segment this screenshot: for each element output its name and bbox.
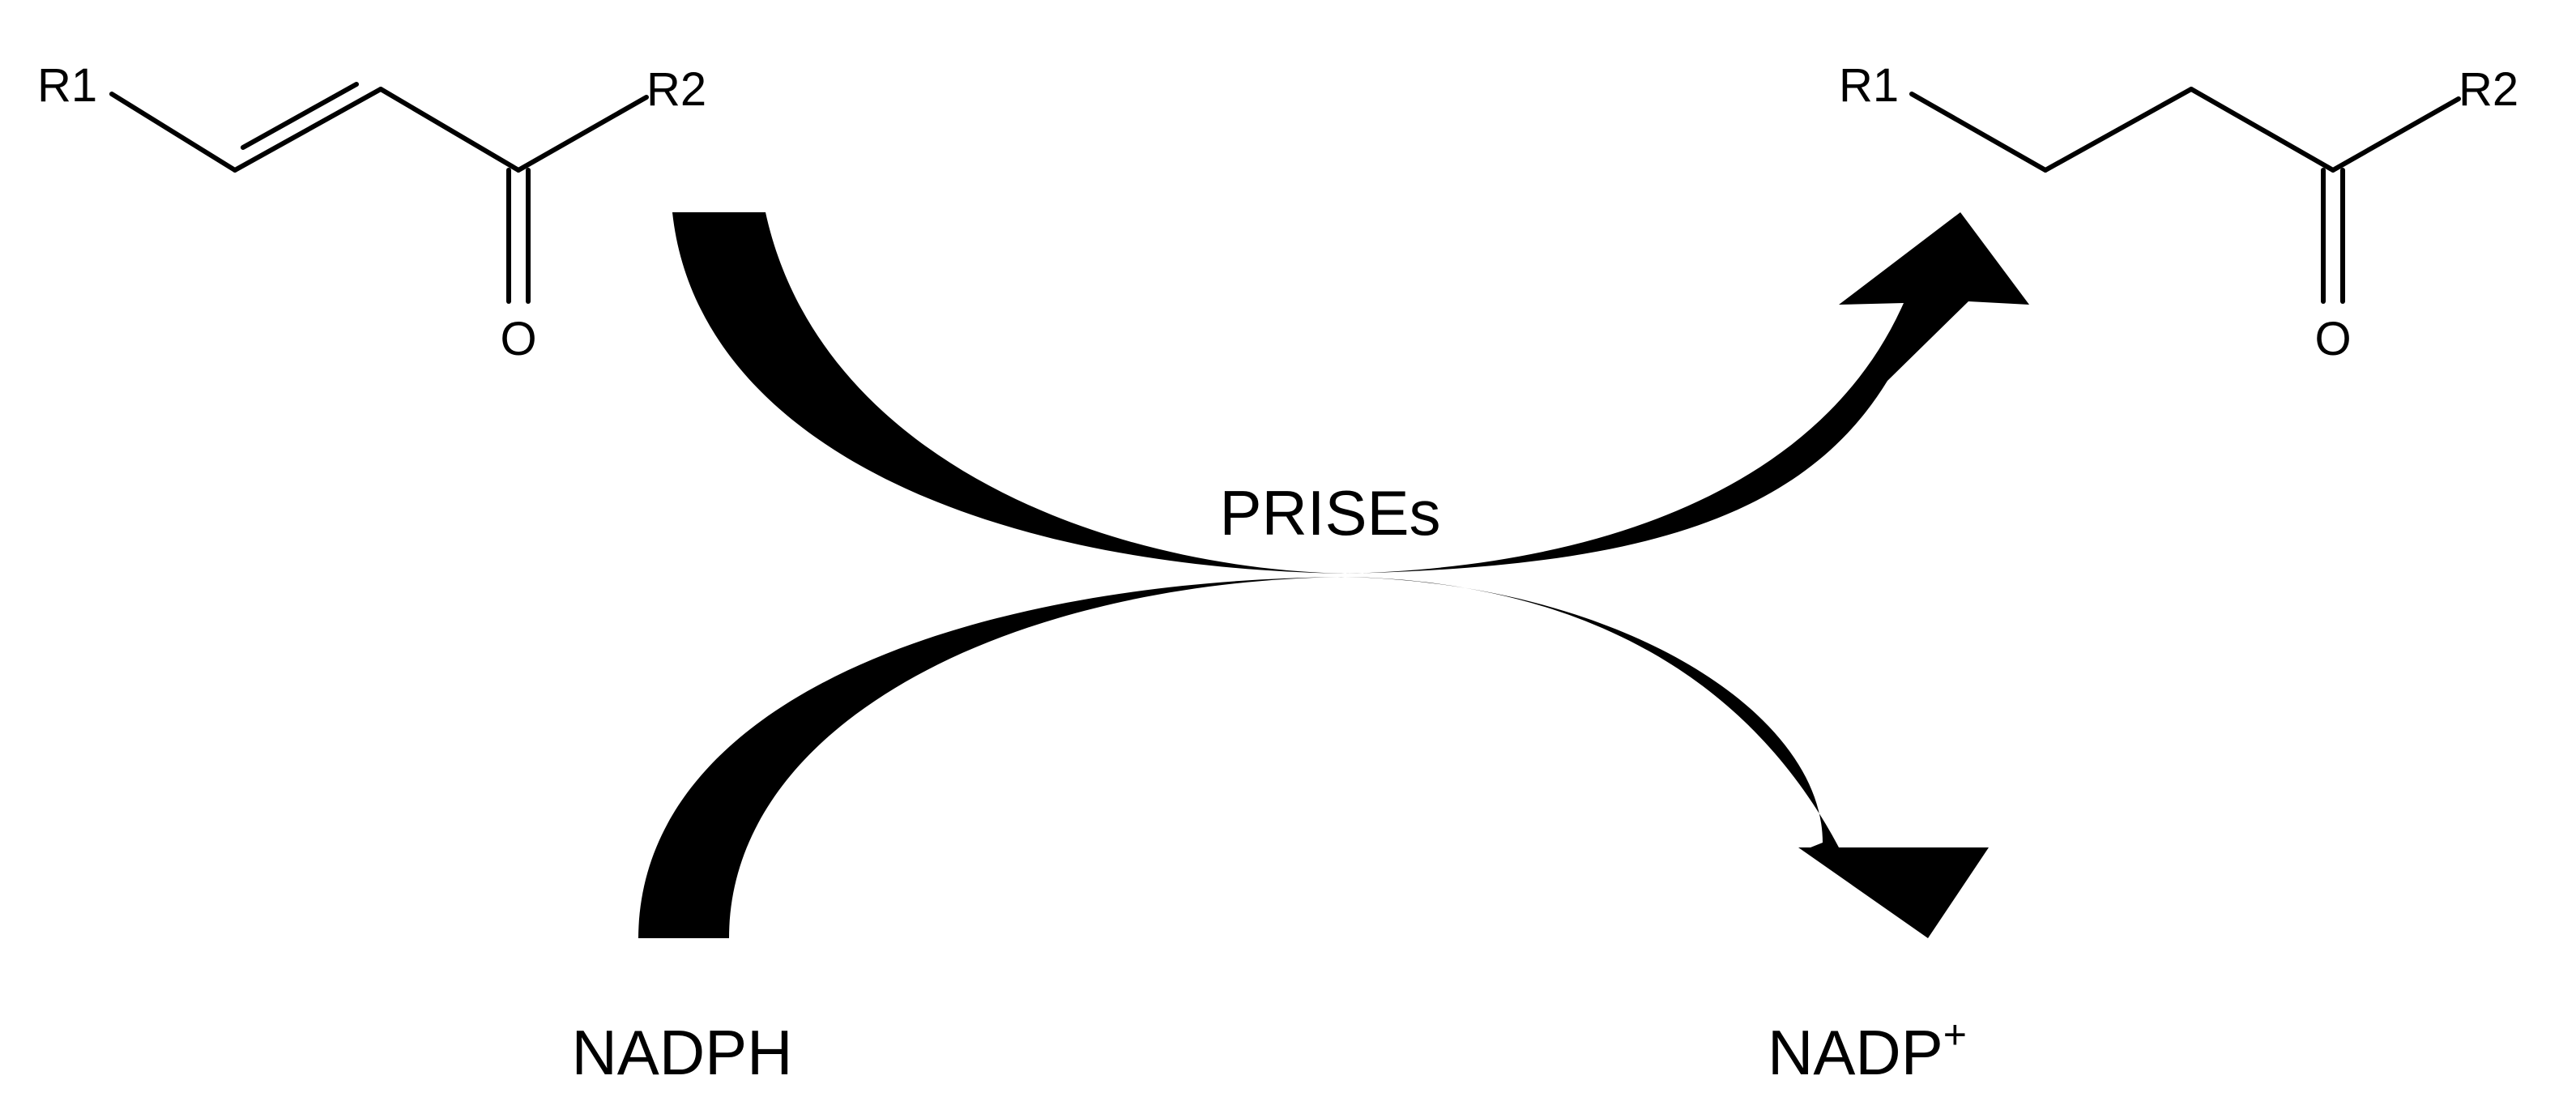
cofactor-out-base: NADP: [1768, 1017, 1943, 1088]
enzyme-label: PRISEs: [1219, 477, 1440, 548]
substrate-structure: R1 R2 O: [37, 59, 706, 365]
substrate-bond-carbonyl-r2: [516, 95, 649, 173]
substrate-r2-label: R2: [646, 63, 706, 116]
product-bond-r1-c1: [1909, 92, 2048, 173]
reaction-arrows: [638, 212, 2029, 938]
product-oxygen-label: O: [2314, 313, 2351, 365]
substrate-r1-label: R1: [37, 59, 97, 112]
cofactor-in-label: NADPH: [571, 1017, 792, 1088]
product-r2-label: R2: [2459, 63, 2518, 116]
product-bond-carbonyl-r2: [2331, 96, 2461, 173]
product-r1-label: R1: [1839, 59, 1899, 112]
product-bonds: [1909, 87, 2461, 304]
cofactor-out-charge: +: [1943, 1012, 1967, 1057]
substrate-double-bond-outer: [232, 87, 383, 173]
substrate-bond-r1-c1: [109, 92, 237, 173]
substrate-oxygen-label: O: [500, 313, 536, 365]
nadph-to-nadp-arrow: [638, 577, 1989, 938]
cofactor-out-label: NADP+: [1768, 1012, 1967, 1088]
product-bond-c1-c2: [2043, 87, 2194, 173]
substrate-bond-c3-carbonyl: [378, 87, 521, 173]
product-bond-c2-carbonyl: [2189, 87, 2335, 173]
product-structure: R1 R2 O: [1839, 59, 2518, 365]
substrate-bonds: [109, 82, 649, 304]
substrate-double-bond-inner: [241, 82, 359, 150]
